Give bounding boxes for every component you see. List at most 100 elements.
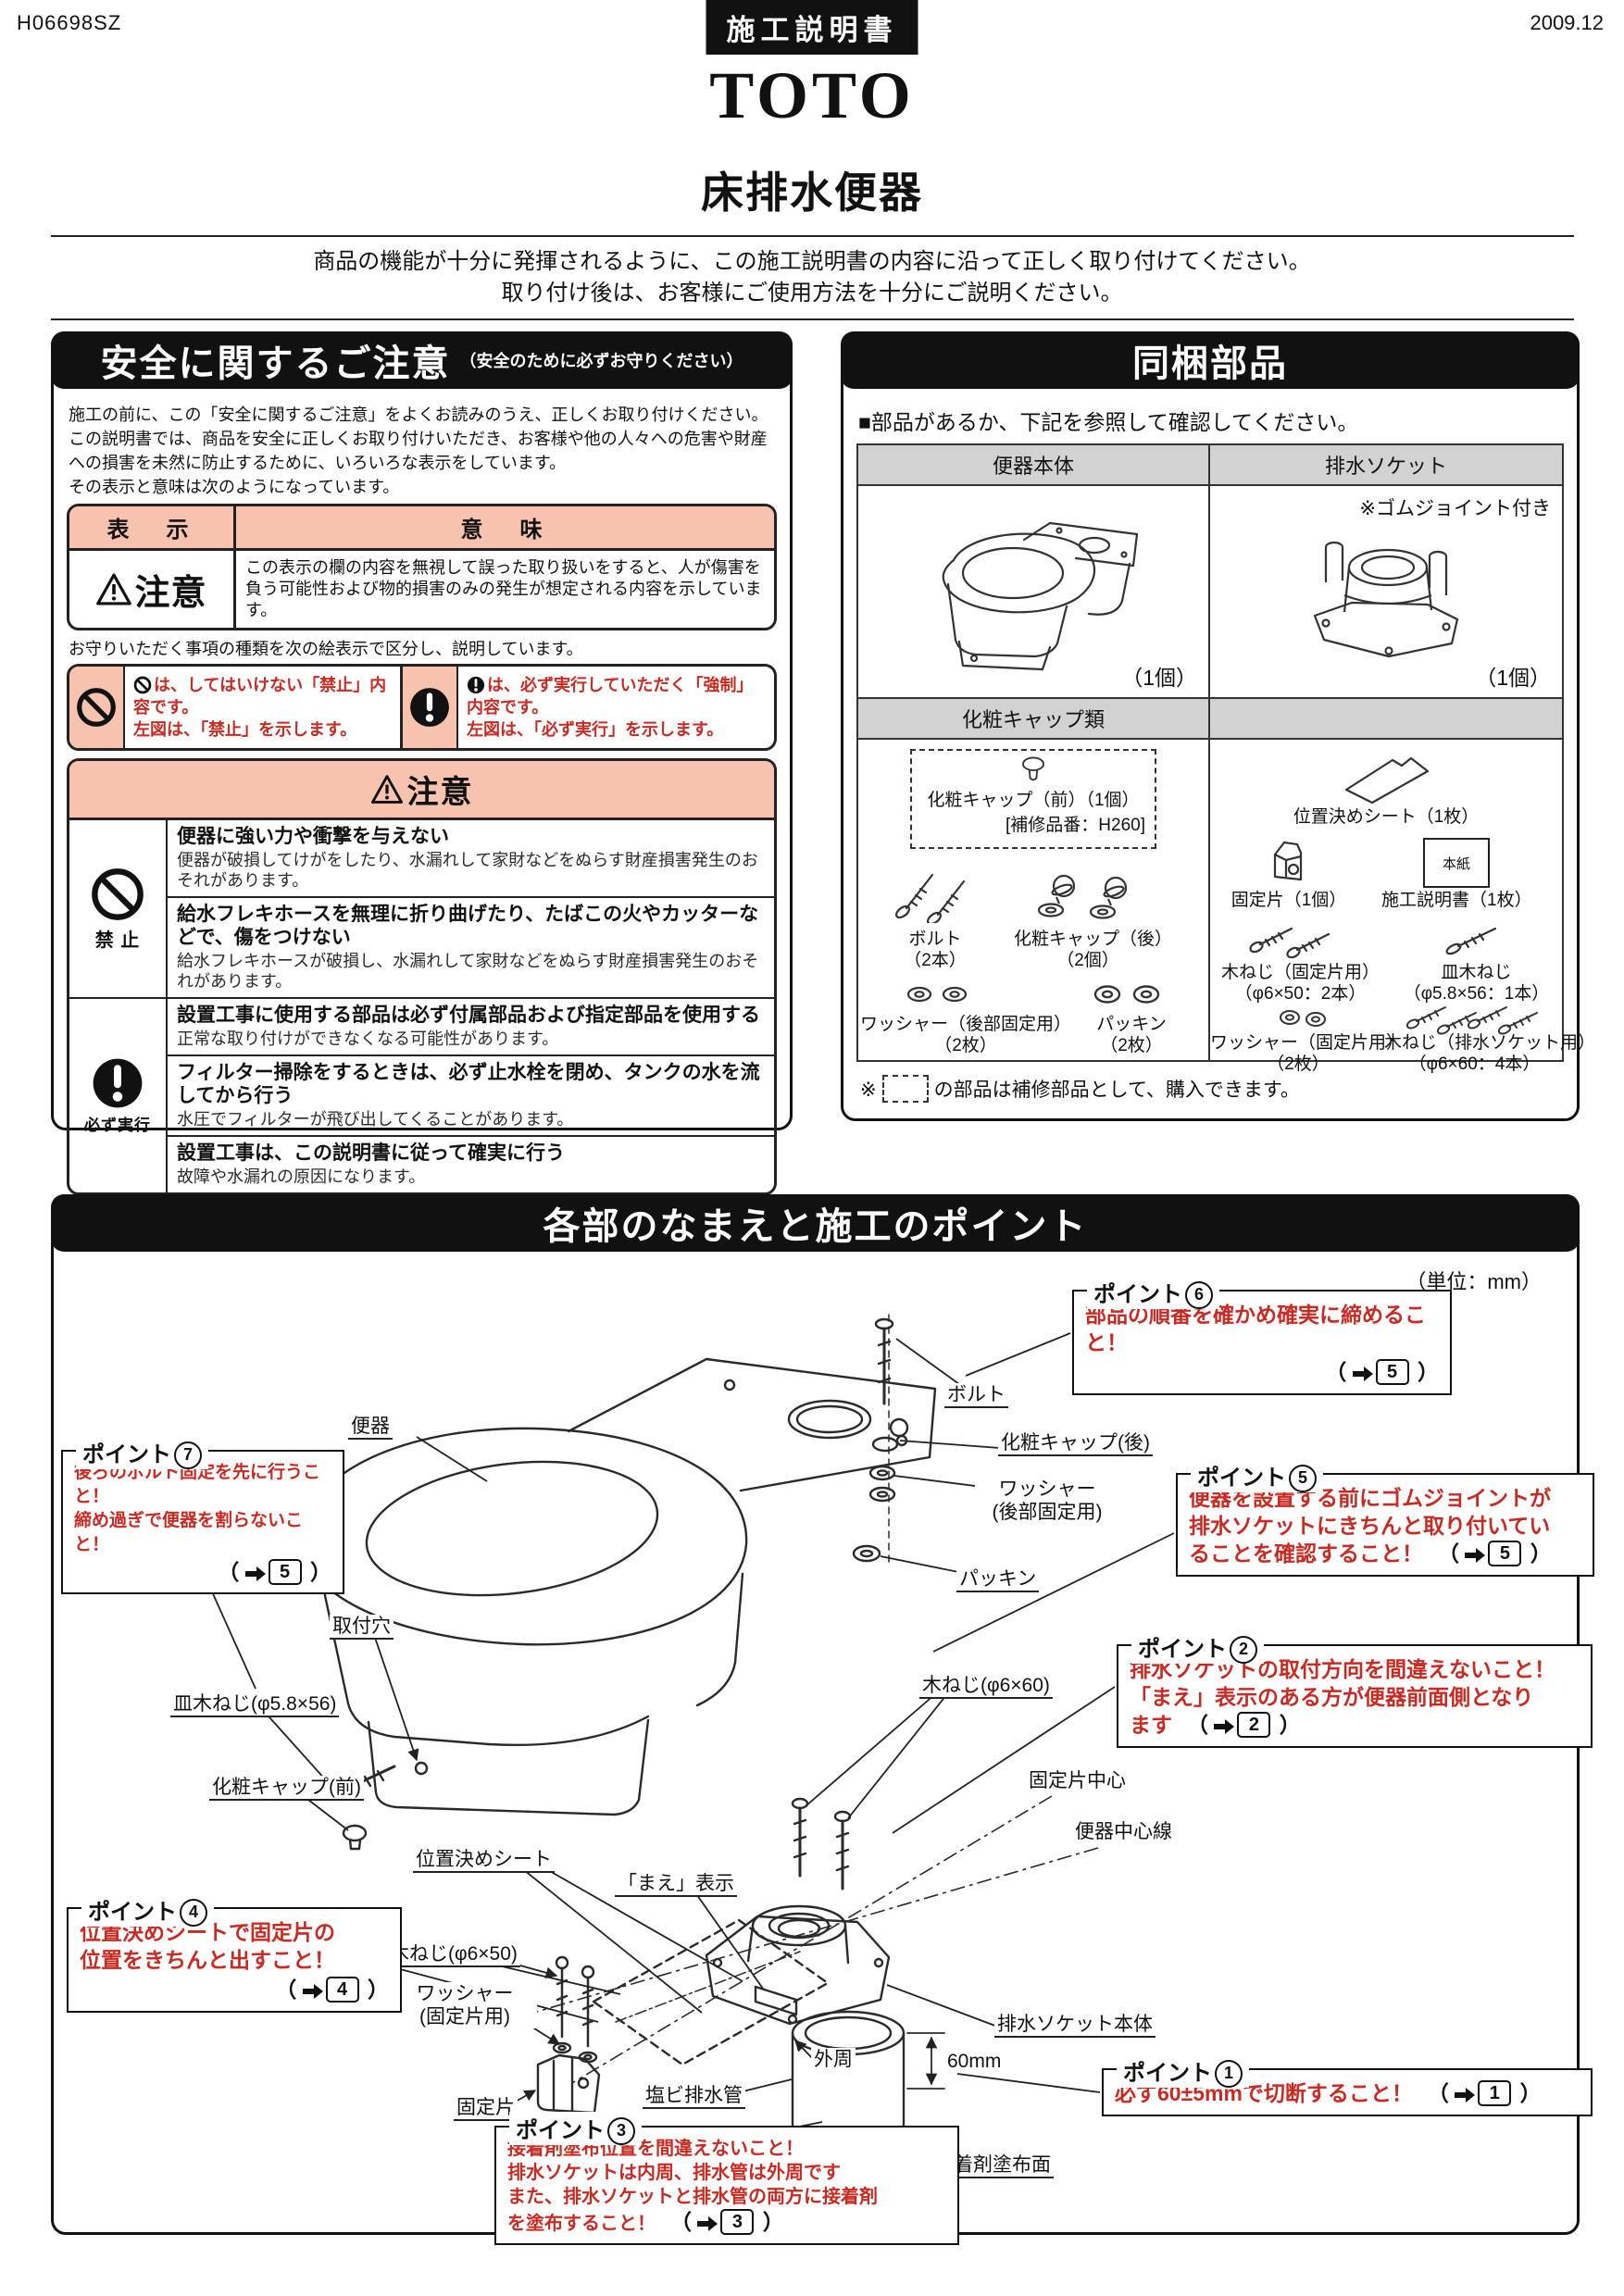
label-fix-washer: ワッシャー (固定片用) [393,1982,537,2028]
label-rear-washer: ワッシャー (後部固定用) [975,1478,1119,1524]
mandatory-desc-2: 左図は、「必ず実行」を示します。 [467,720,724,739]
prohibit-group-cell: 禁 止 [69,820,168,999]
fixing-piece-label: 固定片（1個） [1230,891,1347,910]
parts-table: 便器本体 排水ソケット [856,443,1595,1074]
pictogram-legend-table: は、してはいけない「禁止」内容です。 左図は、「禁止」を示します。 は、必ず実行… [67,664,777,751]
manual-icon: 本紙 [1423,838,1490,888]
caution-row-body: 正常な取り付けができなくなる可能性があります。 [177,1029,559,1048]
pictogram-note: お守りいただく事項の種類を次の絵表示で区分し、説明しています。 [69,640,583,658]
caution-row-content: 設置工事は、この説明書に従って確実に行う 故障や水漏れの原因になります。 [167,1136,774,1192]
caution-table: 注意 禁 止 便器に強い力や衝撃を与えない 便器が破損してけがをしたり、水漏れし… [67,758,777,1195]
front-cap-icon [1022,756,1044,781]
bolts-icon [895,873,966,923]
positioning-sheet-icon [1344,756,1430,805]
rear-cap-label: 化粧キャップ（後） （2個） [1014,930,1173,970]
caution-rows-table: 禁 止 便器に強い力や衝撃を与えない 便器が破損してけがをしたり、水漏れして家財… [69,820,774,1192]
column-header-caps: 化粧キャップ類 [858,699,1210,738]
caps-parts-cell: 化粧キャップ（前）（1個） [補修品番：H260] [858,740,1210,1060]
prohibition-icon-small [133,676,152,694]
rubber-joint-note: ※ゴムジョイント付き [1359,498,1551,519]
front-cap-label: 化粧キャップ（前）（1個） [927,791,1140,810]
sign-column-header: 表 示 [69,506,236,548]
label-fixing-piece: 固定片 [454,2096,518,2121]
dashed-box-symbol [881,1075,929,1103]
table-row: 必ず実行 設置工事に使用する部品は必ず付属部品および指定部品を使用する 正常な取… [69,998,774,1192]
socket-qty: （1個） [1475,666,1551,690]
caution-row-content: 設置工事に使用する部品は必ず付属部品および指定部品を使用する 正常な取り付けがで… [167,998,774,1056]
warning-triangle-icon [96,573,132,605]
point-7-ref: （ 5 ） [218,1559,331,1585]
label-sheet: 位置決めシート [413,1848,555,1873]
toilet-body-cell: （1個） [858,486,1210,697]
column-header-fixtures [1210,699,1562,738]
mandatory-label: 必ず実行 [84,1117,151,1134]
label-socket-body: 排水ソケット本体 [994,2013,1156,2038]
mandatory-icon-small [467,676,485,694]
safety-title-note: （安全のために必ずお守りください） [459,352,743,370]
safety-intro-3: その表示と意味は次のようになっています。 [69,478,400,496]
parts-table-header-1: 便器本体 排水ソケット [858,445,1562,486]
fix-washers-icon [1280,1010,1326,1027]
prohibition-icon [77,688,116,727]
safety-intro: 施工の前に、この「安全に関するご注意」をよくお読みのうえ、正しくお取り付けくださ… [69,403,775,499]
safety-precautions-section: 安全に関するご注意 （安全のために必ずお守りください） 施工の前に、この「安全に… [51,331,793,1195]
rear-washers-icon [906,986,968,1003]
prohibit-desc-1: は、してはいけない「禁止」内容です。 [133,676,387,717]
table-row: 設置工事は、この説明書に従って確実に行う 故障や水漏れの原因になります。 [69,1136,774,1192]
parts-section-header: 同梱部品 [841,331,1580,389]
label-socket-screw: 木ねじ(φ6×60) [919,1674,1053,1699]
rear-washer-label: ワッシャー（後部固定用） （2枚） [860,1015,1072,1055]
diagram-title: 各部のなまえと施工のポイント [543,1206,1088,1247]
table-row: 禁 止 便器に強い力や衝撃を与えない 便器が破損してけがをしたり、水漏れして家財… [69,820,774,999]
label-toilet: 便器 [348,1415,393,1440]
sign-meaning-row: 注意 この表示の欄の内容を無視して誤った取り扱いをすると、人が傷害を負う可能性お… [69,551,774,628]
safety-intro-1: 施工の前に、この「安全に関するご注意」をよくお読みのうえ、正しくお取り付けくださ… [69,406,768,424]
sign-meaning-header: 表 示 意 味 [69,506,774,551]
packing-icon [1093,985,1160,1004]
label-mae-display: 「まえ」表示 [615,1872,737,1897]
fix-washer-label: ワッシャー（固定片用） （2枚） [1210,1033,1405,1074]
table-row: フィルター掃除をするときは、必ず止水栓を閉め、タンクの水を流してから行う 水圧で… [69,1055,774,1137]
repair-part-dashed-box: 化粧キャップ（前）（1個） [補修品番：H260] [910,749,1156,849]
brand-logo: TOTO [709,58,915,132]
front-cap-code: [補修品番：H260] [1006,816,1145,835]
prohibit-icon-cell [69,667,125,748]
socket-screw-label: 木ねじ（排水ソケット用） （φ6×60：4本） [1384,1033,1596,1074]
caution-row-heading: 便器に強い力や衝撃を与えない [177,826,449,847]
point-2-ref: （ 2 ） [1187,1712,1301,1738]
meaning-column-header: 意 味 [460,518,550,543]
dish-screw-icon [1445,927,1497,955]
caution-row-content: フィルター掃除をするときは、必ず止水栓を閉め、タンクの水を流してから行う 水圧で… [167,1055,774,1137]
sign-meaning-table: 表 示 意 味 注意 この表示の欄の内容を無視して誤った取り扱いをすると、人が傷… [67,504,777,630]
sheet-label: 位置決めシート（1枚） [1293,807,1480,827]
parts-footnote: ※の部品は補修部品として、購入できます。 [860,1075,1560,1103]
document-code: H06698SZ [17,11,122,34]
mandatory-description: は、必ず実行していただく「強制」内容です。 左図は、「必ず実行」を示します。 [458,667,774,748]
parts-table-row-1: （1個） ※ゴムジョイント付き [858,486,1562,699]
caution-row-heading: 設置工事に使用する部品は必ず付属部品および指定部品を使用する [177,1004,760,1026]
point-5-ref: （ 5 ） [1438,1541,1552,1566]
socket-screws-icon [1405,1006,1538,1035]
fix-screw-label: 木ねじ（固定片用） （φ6×50：2本） [1220,963,1380,1004]
caution-meaning-text: この表示の欄の内容を無視して誤った取り扱いをすると、人が傷害を負う可能性および物… [245,558,762,619]
caution-row-content: 給水フレキホースを無理に折り曲げたり、たばこの火やカッターなどで、傷をつけない … [167,897,774,999]
parts-names-diagram-section: 各部のなまえと施工のポイント （単位：mm） [51,1194,1594,2245]
label-mount-hole: 取付穴 [330,1615,394,1640]
caution-row-body: 水圧でフィルターが飛び出してくることがあります。 [177,1110,574,1129]
intro-line-1: 商品の機能が十分に発揮されるように、この施工説明書の内容に沿って正しく取り付けて… [313,249,1311,274]
table-row: 給水フレキホースを無理に折り曲げたり、たばこの火やカッターなどで、傷をつけない … [69,897,774,999]
intro-line-2: 取り付け後は、お客様にご使用方法を十分にご説明ください。 [501,281,1123,306]
mandatory-group-cell: 必ず実行 [69,998,168,1192]
column-header-toilet: 便器本体 [858,445,1210,484]
parts-title: 同梱部品 [1132,343,1288,384]
column-header-socket: 排水ソケット [1324,455,1447,478]
label-fix-screw: 木ねじ(φ6×50) [387,1942,520,1967]
